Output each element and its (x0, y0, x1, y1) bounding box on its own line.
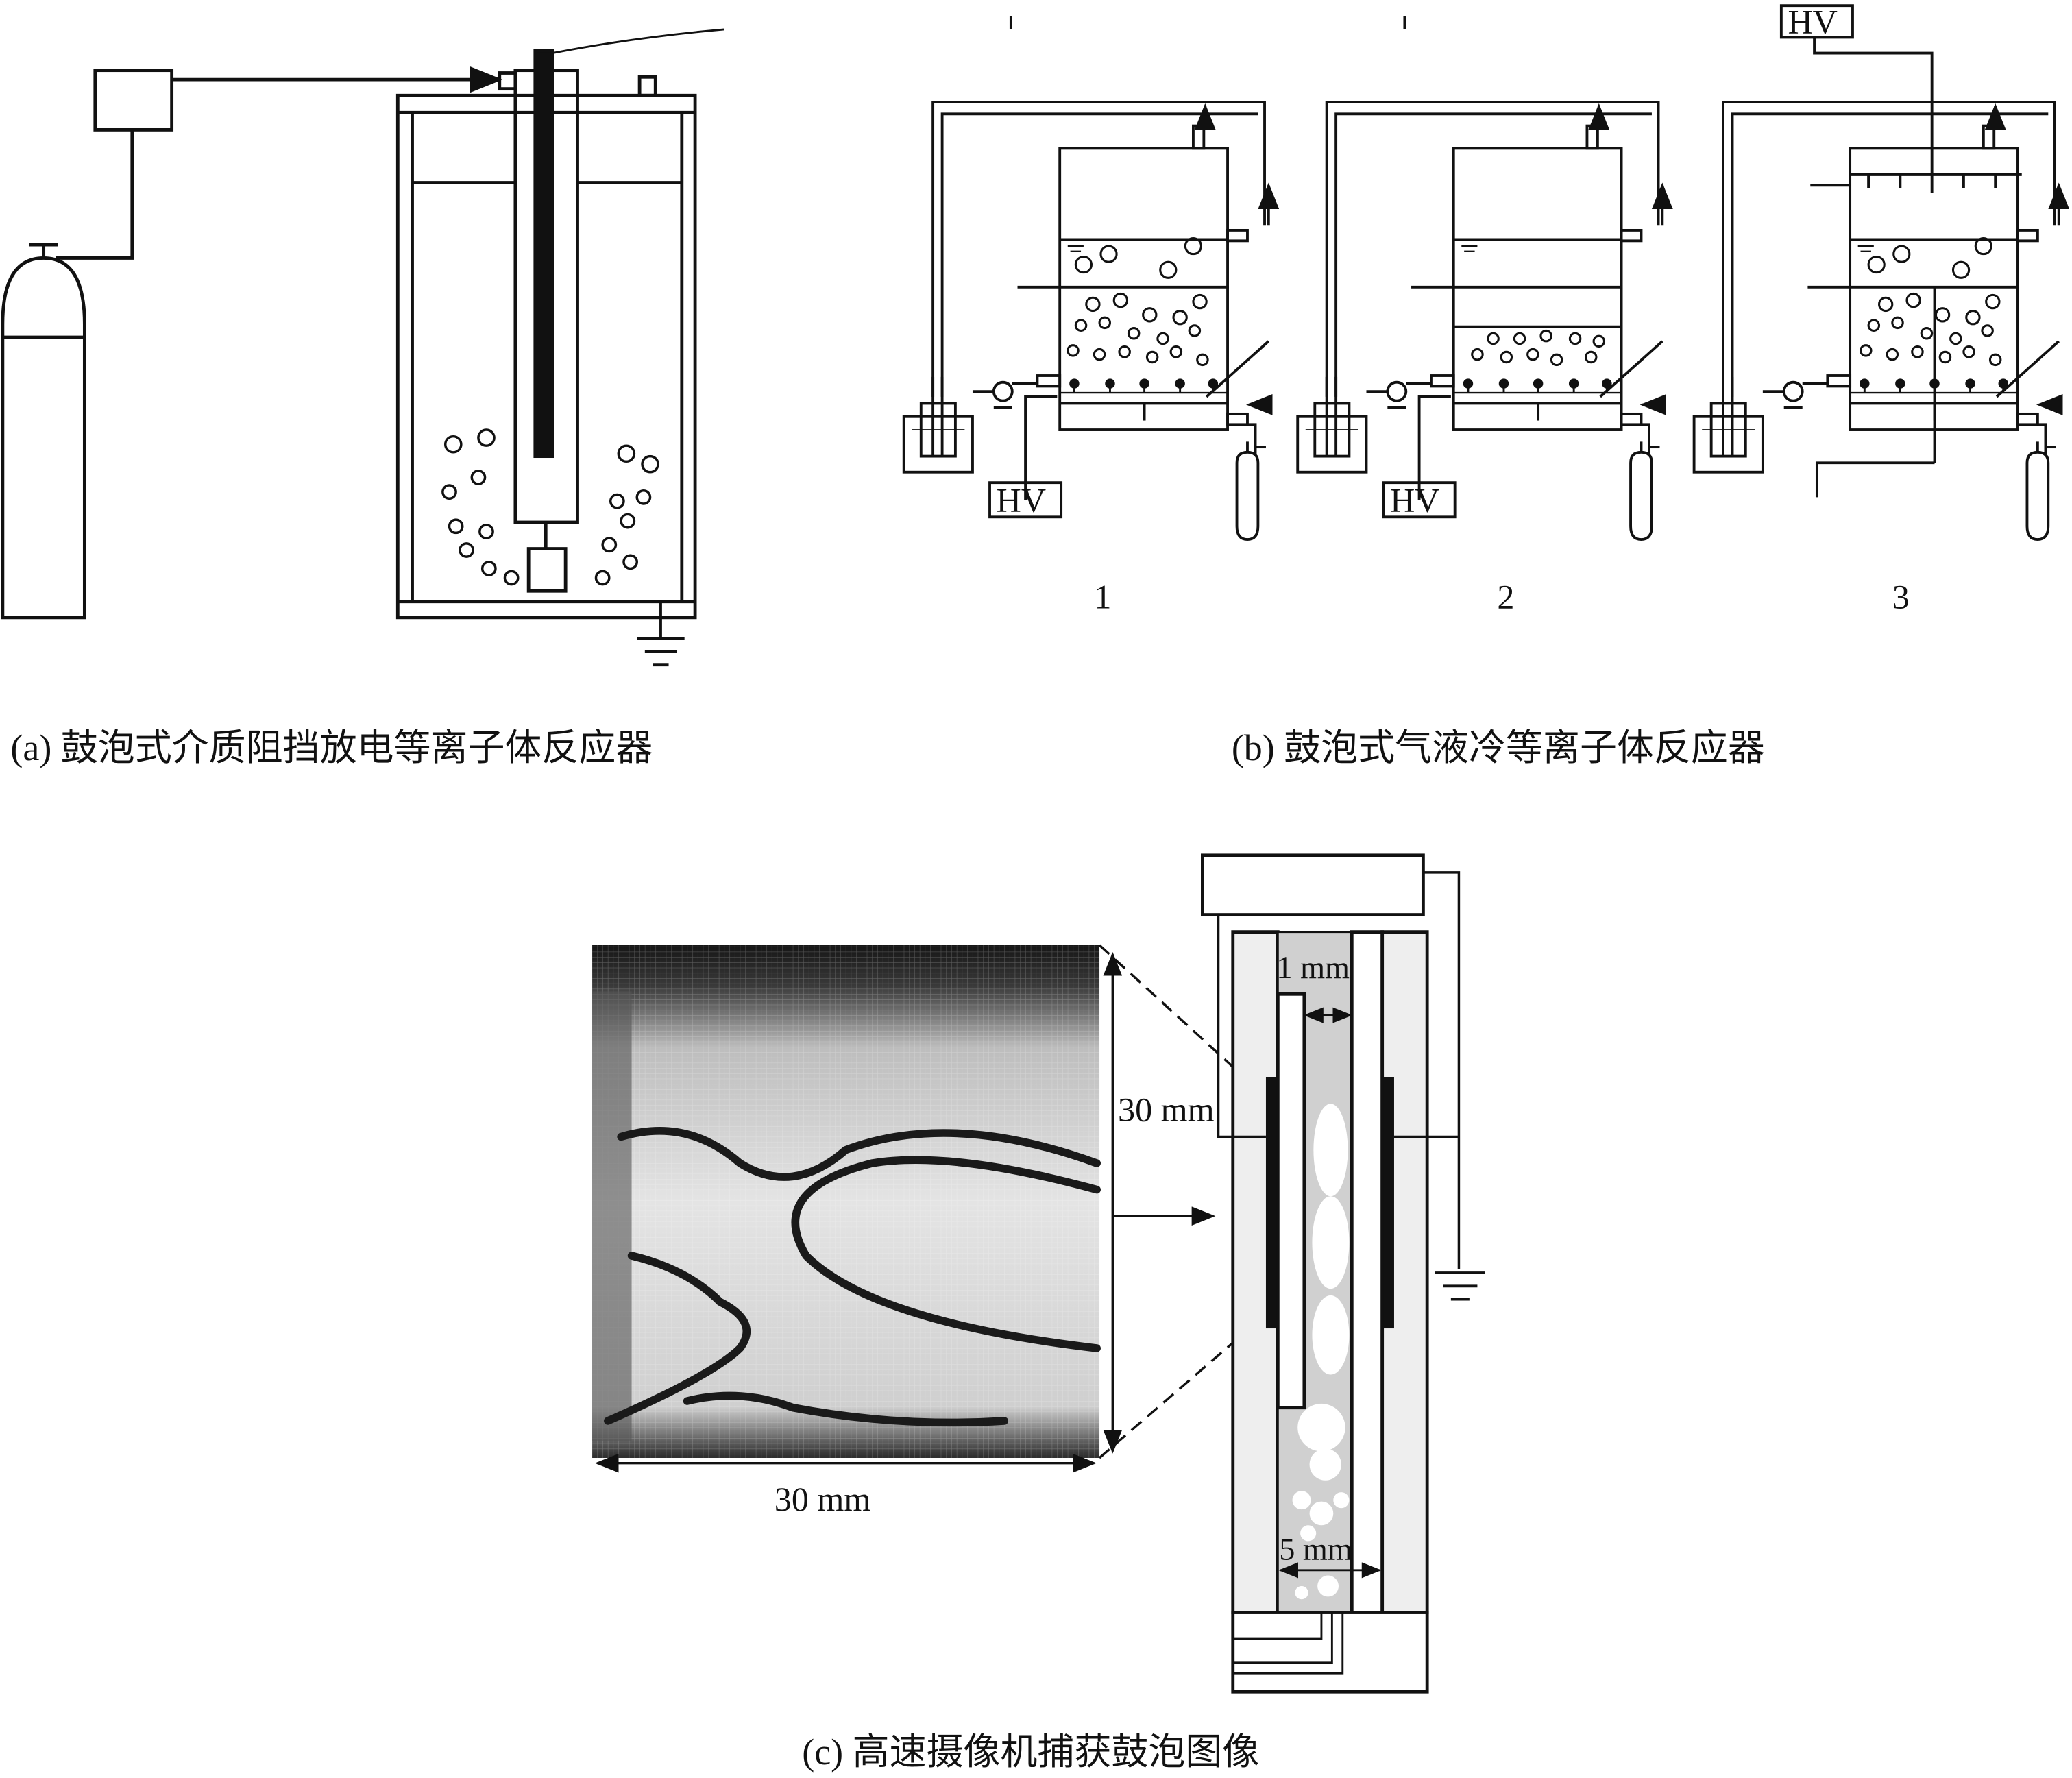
hv-label-1: HV (997, 481, 1046, 520)
high-speed-bubble-photo (592, 945, 1101, 1458)
photo-width-label: 30 mm (775, 1480, 871, 1518)
unit-3-electrodes (1807, 36, 2022, 498)
hv-box-1 (988, 481, 1063, 519)
panel-b-gas-liquid-reactors (902, 4, 2062, 541)
gap-label: 1 mm (1276, 951, 1350, 986)
unit-2-electrodes (1403, 16, 1623, 500)
flow-controller-box (93, 69, 174, 132)
reactor-vessel (395, 28, 724, 620)
channel-bubbles (1292, 1104, 1350, 1600)
bubbles (441, 428, 659, 586)
photo-height-label: 30 mm (1118, 1090, 1215, 1128)
reactor-unit-1 (902, 100, 1280, 541)
panel-a-bubbling-dbd-reactor (1, 28, 724, 667)
unit-number-2: 2 (1497, 577, 1514, 616)
hv-label-2: HV (1390, 481, 1439, 520)
unit-number-1: 1 (1094, 577, 1111, 616)
panel-c-caption: (c) 高速摄像机捕获鼓泡图像 (802, 1731, 1259, 1773)
ground-icon (1435, 1271, 1485, 1301)
bubble-channel-device (1201, 853, 1485, 1694)
channel-width-label: 5 mm (1279, 1532, 1352, 1567)
gas-cylinder (1, 130, 134, 620)
unit-number-3: 3 (1892, 577, 1910, 616)
panel-a-caption: (a) 鼓泡式介质阻挡放电等离子体反应器 (10, 727, 653, 768)
unit-1-electrodes (1009, 16, 1229, 500)
hv-box-2 (1382, 481, 1457, 519)
hv-box-3 (1779, 4, 1854, 39)
ground-icon (637, 601, 685, 667)
panel-b-caption: (b) 鼓泡式气液冷等离子体反应器 (1232, 727, 1765, 768)
dimension-lines (594, 944, 1235, 1473)
hv-label-3: HV (1788, 3, 1837, 41)
